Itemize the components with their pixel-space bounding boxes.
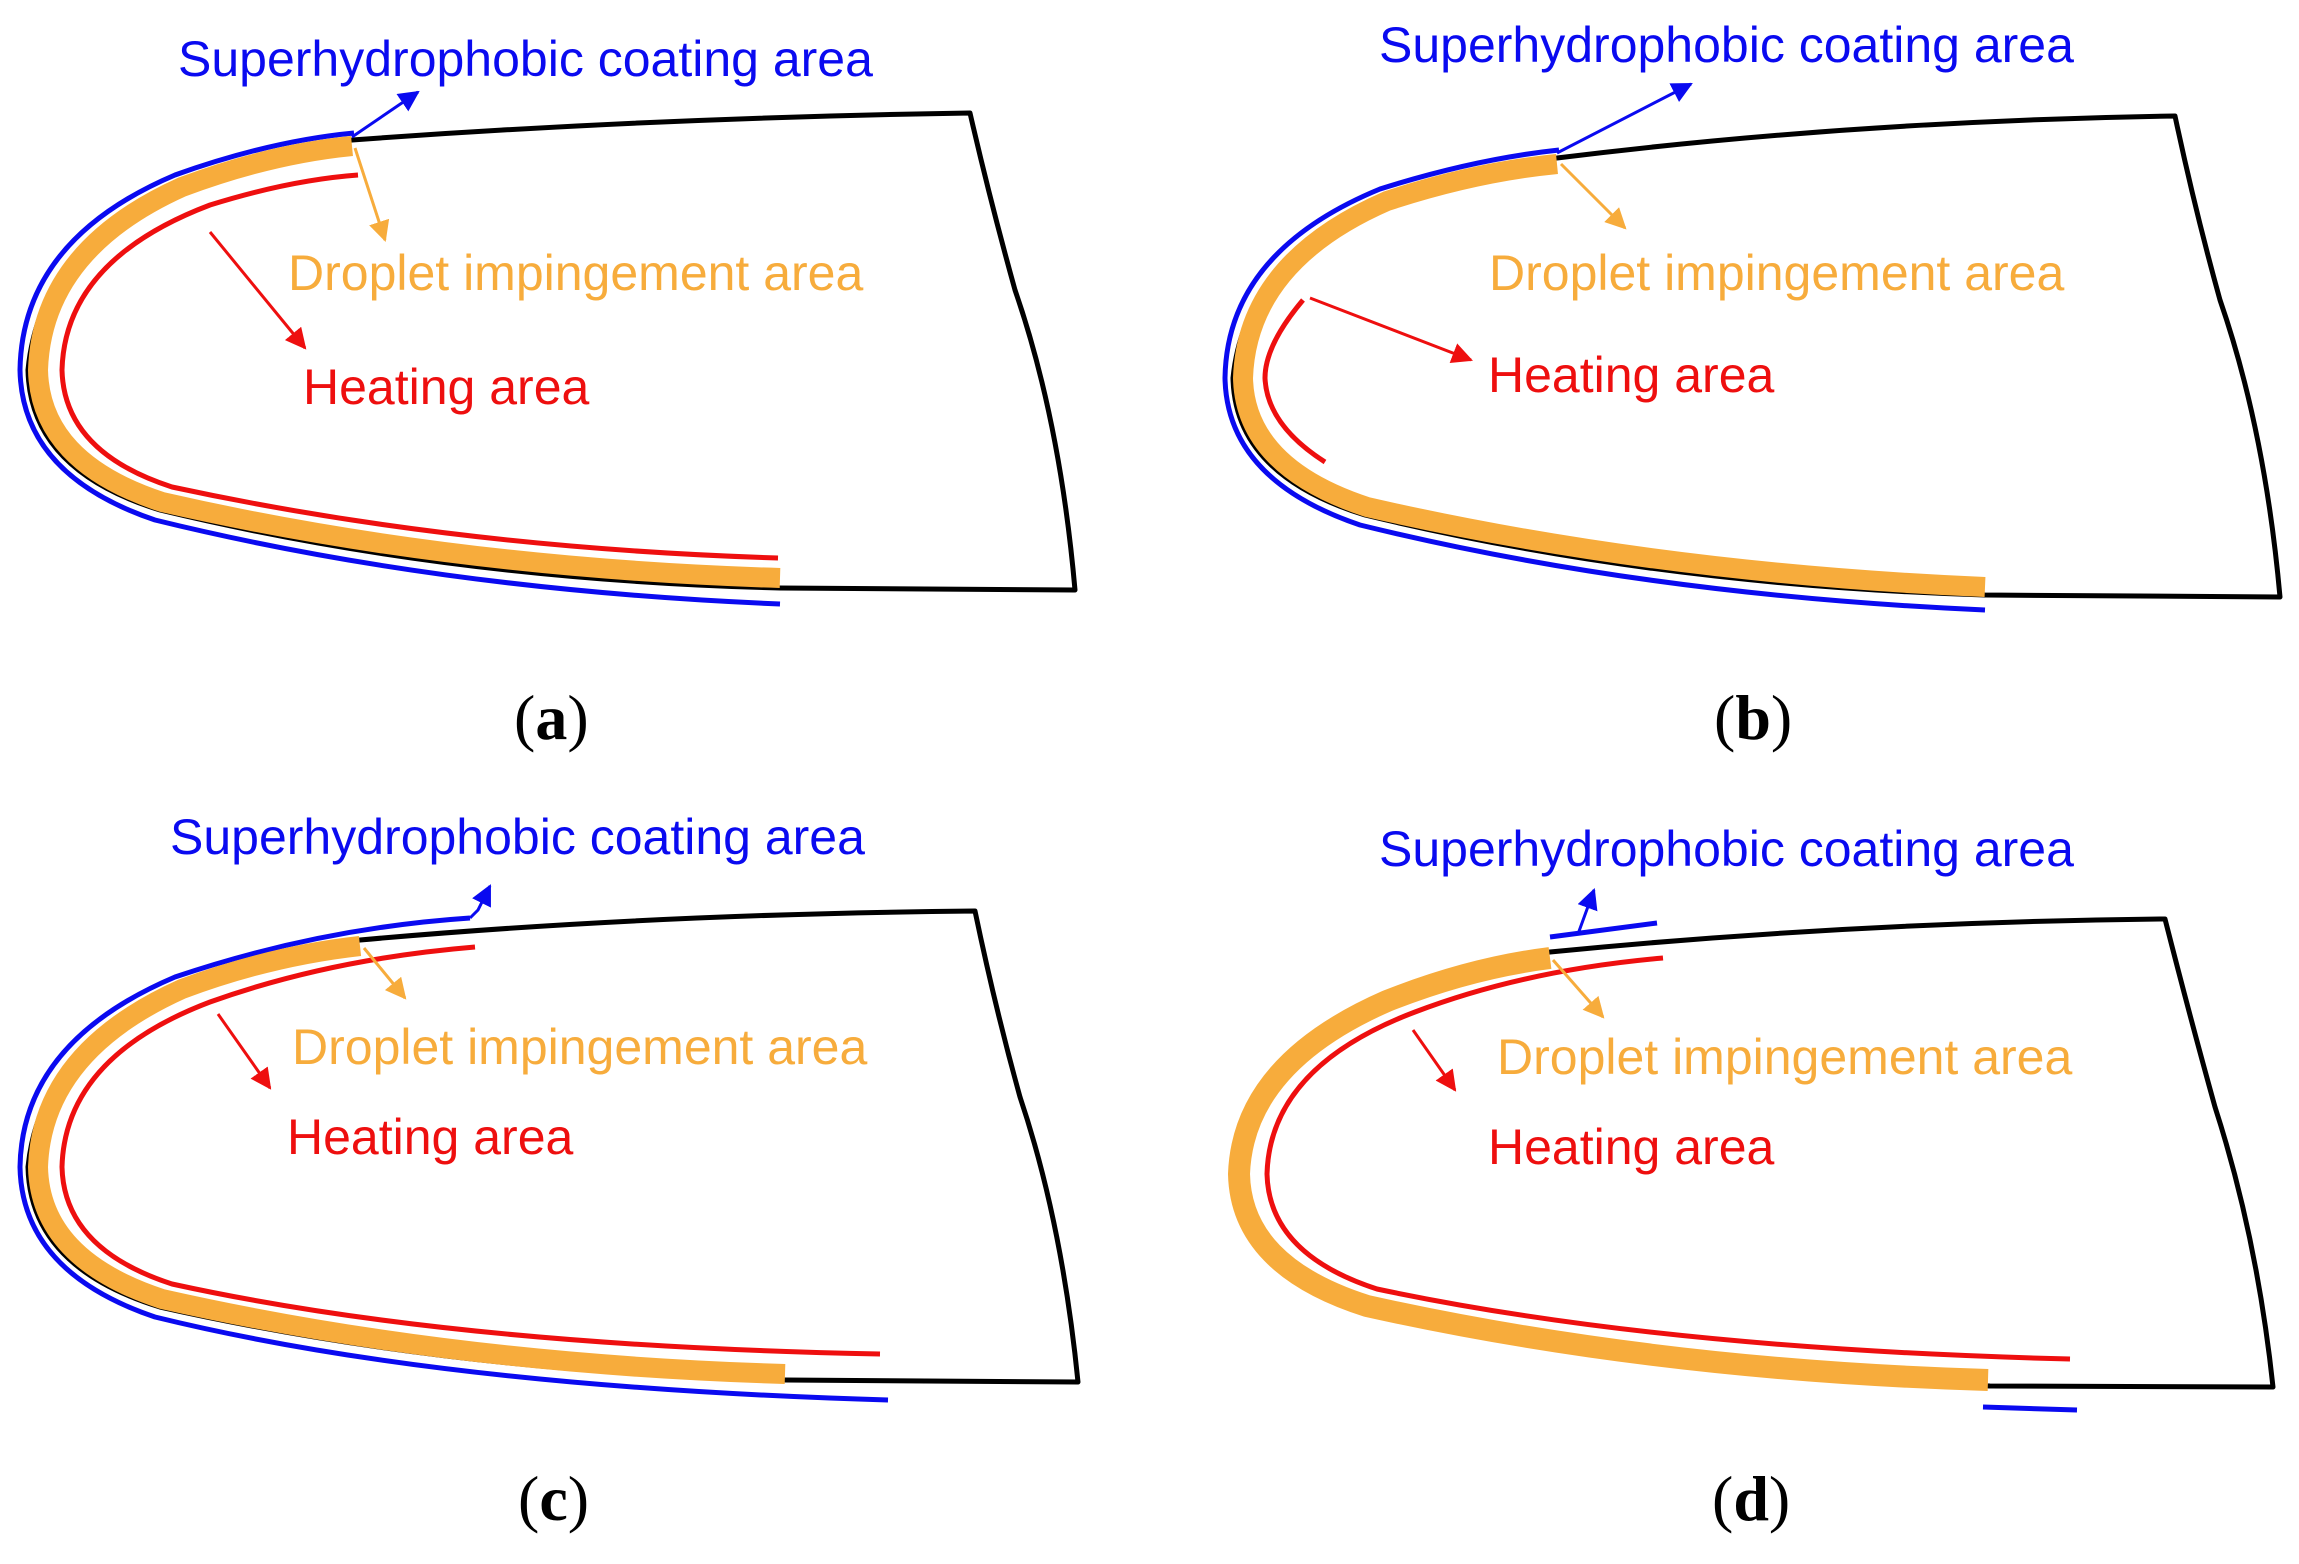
coating-segment-top — [1549, 920, 1658, 940]
droplet-band — [1232, 154, 1986, 597]
droplet-label: Droplet impingement area — [1489, 245, 2065, 301]
coating-label: Superhydrophobic coating area — [1379, 17, 2074, 73]
droplet-label: Droplet impingement area — [288, 245, 864, 301]
droplet-arrow — [362, 947, 407, 1000]
airfoil-diagram-d — [1227, 888, 2276, 1413]
coating-segment-bottom — [1982, 1404, 2078, 1413]
airfoil-diagram-c — [17, 884, 1081, 1403]
coating-arrow — [351, 90, 420, 139]
droplet-arrow — [1551, 959, 1605, 1019]
coating-arrow — [468, 884, 492, 920]
droplet-label: Droplet impingement area — [292, 1019, 868, 1075]
coating-label: Superhydrophobic coating area — [178, 31, 873, 87]
heating-arrow — [216, 1013, 272, 1090]
heating-arrow — [1309, 296, 1473, 364]
panel-d: Superhydrophobic coating area Droplet im… — [1205, 782, 2299, 1564]
coating-label: Superhydrophobic coating area — [170, 809, 865, 865]
panel-a: Superhydrophobic coating area Droplet im… — [0, 0, 1149, 782]
droplet-arrow — [353, 147, 390, 242]
panel-caption: (c) — [518, 1463, 590, 1534]
coating-arrow — [1576, 888, 1598, 935]
coating-arrow — [1556, 82, 1693, 155]
coating-line — [17, 915, 889, 1403]
coating-label: Superhydrophobic coating area — [1379, 821, 2074, 877]
panel-caption: (d) — [1712, 1463, 1791, 1534]
airfoil-diagram-a — [17, 90, 1078, 607]
panel-caption: (b) — [1714, 682, 1793, 753]
panel-b: Superhydrophobic coating area Droplet im… — [1205, 0, 2299, 782]
heating-arrow — [1411, 1029, 1457, 1092]
heating-arrow — [208, 231, 307, 350]
heating-line — [59, 172, 779, 561]
heating-line — [1264, 955, 2071, 1362]
coating-line — [17, 130, 781, 607]
heating-label: Heating area — [1488, 347, 1775, 403]
heating-label: Heating area — [1488, 1119, 1775, 1175]
panel-c: Superhydrophobic coating area Droplet im… — [0, 782, 1149, 1564]
droplet-label: Droplet impingement area — [1497, 1029, 2073, 1085]
airfoil-diagram-b — [1222, 82, 2283, 613]
coating-line — [1222, 147, 1986, 613]
heating-label: Heating area — [303, 359, 590, 415]
droplet-arrow — [1559, 162, 1627, 230]
panel-caption: (a) — [514, 682, 589, 753]
droplet-band — [27, 136, 781, 588]
heating-label: Heating area — [287, 1109, 574, 1165]
droplet-band — [27, 936, 786, 1384]
heating-line — [59, 944, 881, 1357]
heating-line — [1262, 298, 1327, 465]
droplet-band — [1227, 947, 1989, 1391]
